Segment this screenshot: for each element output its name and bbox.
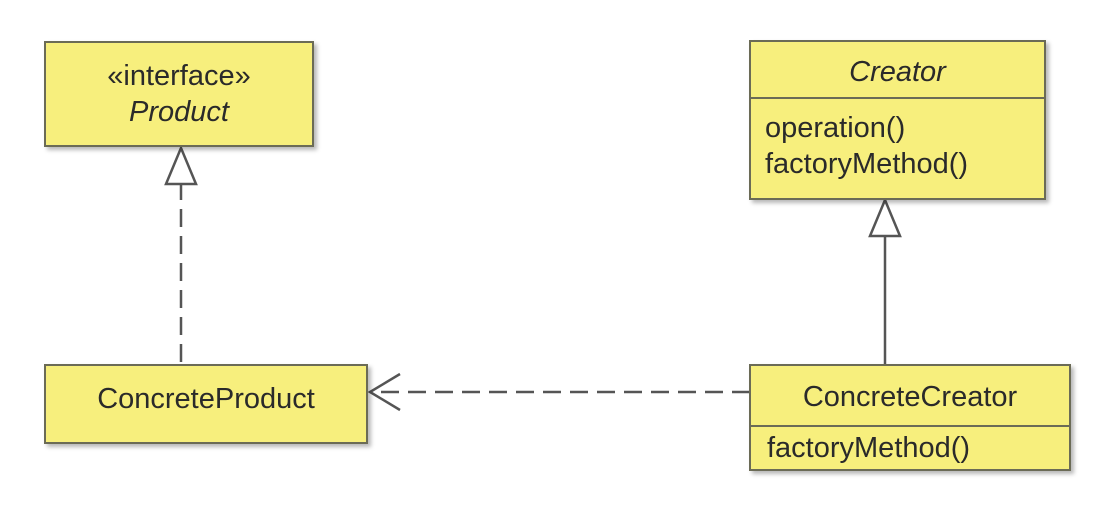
creator-method-factory: factoryMethod() xyxy=(765,148,969,180)
concrete-creator-method-factory: factoryMethod() xyxy=(767,432,971,464)
realization-arrowhead xyxy=(164,144,198,186)
dependency-arrowhead xyxy=(367,372,401,412)
concrete-creator-methods: factoryMethod() xyxy=(751,425,1069,466)
concrete-product-name: ConcreteProduct xyxy=(97,383,315,415)
creator-methods: operation() factoryMethod() xyxy=(751,97,1044,182)
product-name: Product xyxy=(129,96,229,128)
generalization-arrowhead xyxy=(868,196,902,238)
concrete-creator-box: ConcreteCreator factoryMethod() xyxy=(749,364,1071,471)
concrete-creator-name: ConcreteCreator xyxy=(802,381,1018,413)
creator-name: Creator xyxy=(849,56,946,88)
product-stereotype: «interface» xyxy=(107,60,251,92)
concrete-product-box: ConcreteProduct xyxy=(44,364,368,444)
product-interface-box: «interface» Product xyxy=(44,41,314,147)
creator-class-box: Creator operation() factoryMethod() xyxy=(749,40,1046,200)
creator-method-operation: operation() xyxy=(765,112,906,144)
